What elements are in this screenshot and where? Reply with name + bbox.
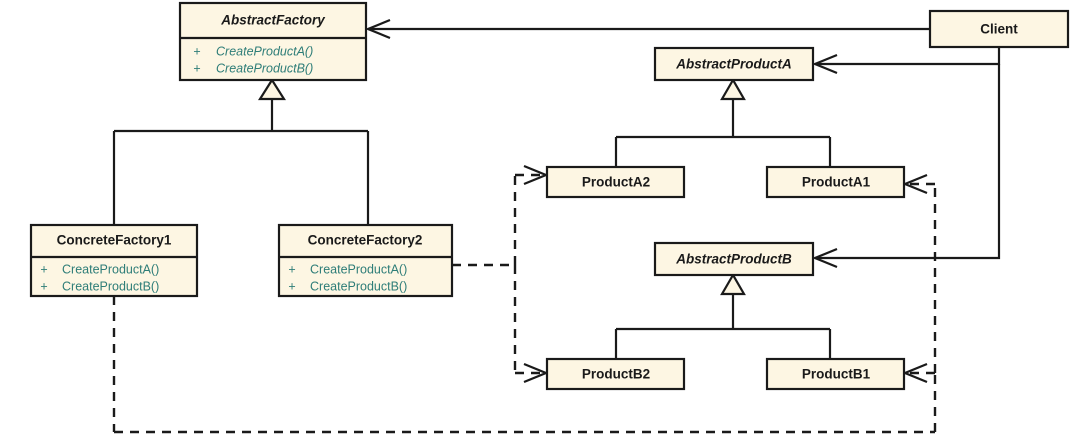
relationship-client-to-abstractproductb: [812, 64, 1001, 269]
relationship-client-to-abstractfactory: [365, 18, 930, 40]
hollow-triangle-arrowhead: [720, 77, 746, 101]
operation-signature: CreateProductB(): [216, 61, 313, 75]
class-title: ConcreteFactory1: [57, 233, 172, 248]
open-arrowhead: [812, 247, 838, 269]
dependency-concretefactory2-to-products2: [452, 164, 549, 384]
class-box: [765, 357, 906, 391]
class-title: AbstractProductA: [675, 57, 792, 72]
class-box: [545, 357, 686, 391]
class-box: [545, 165, 686, 199]
hollow-triangle-arrowhead: [720, 272, 746, 296]
class-title: ProductB1: [802, 367, 871, 382]
class-node-abstract-product-a[interactable]: AbstractProductA: [653, 46, 815, 82]
association-line: [815, 47, 1001, 66]
operation-signature: CreateProductB(): [62, 279, 159, 293]
class-box: [653, 241, 815, 277]
class-node-client[interactable]: Client: [928, 9, 1070, 49]
open-arrowhead: [812, 53, 838, 75]
operation-signature: CreateProductA(): [310, 262, 407, 276]
class-box: [928, 9, 1070, 49]
hollow-triangle-arrowhead: [258, 77, 286, 101]
operation-visibility: +: [40, 262, 47, 276]
operation-visibility: +: [193, 44, 200, 58]
class-title: Client: [980, 22, 1018, 37]
generalization-products-a-to-abstractproducta: [614, 77, 832, 167]
class-title: ConcreteFactory2: [308, 233, 423, 248]
class-box: [29, 223, 199, 298]
class-node-abstract-factory[interactable]: AbstractFactory + CreateProductA() + Cre…: [178, 1, 368, 82]
class-node-concrete-factory-1[interactable]: ConcreteFactory1 + CreateProductA() + Cr…: [29, 223, 199, 298]
class-node-product-a2[interactable]: ProductA2: [545, 165, 686, 199]
operation-visibility: +: [288, 279, 295, 293]
class-node-abstract-product-b[interactable]: AbstractProductB: [653, 241, 815, 277]
class-box: [653, 46, 815, 82]
operation-signature: CreateProductB(): [310, 279, 407, 293]
generalization-factories-to-abstractfactory: [112, 77, 370, 225]
class-title: AbstractProductB: [675, 252, 792, 267]
operation-signature: CreateProductA(): [62, 262, 159, 276]
class-node-product-a1[interactable]: ProductA1: [765, 165, 906, 199]
operation-visibility: +: [193, 61, 200, 75]
generalization-products-b-to-abstractproductb: [614, 272, 832, 360]
relationship-client-to-abstractproducta: [812, 47, 1001, 75]
class-box: [765, 165, 906, 199]
class-node-product-b1[interactable]: ProductB1: [765, 357, 906, 391]
operation-visibility: +: [288, 262, 295, 276]
class-node-product-b2[interactable]: ProductB2: [545, 357, 686, 391]
class-title: ProductA2: [582, 175, 650, 190]
operation-visibility: +: [40, 279, 47, 293]
class-title: AbstractFactory: [220, 13, 326, 28]
class-box: [277, 223, 454, 298]
dependency-concretefactory1-to-products1: [112, 173, 937, 434]
association-line: [815, 64, 1001, 260]
class-title: ProductA1: [802, 175, 871, 190]
class-box: [178, 1, 368, 82]
class-title: ProductB2: [582, 367, 650, 382]
class-node-concrete-factory-2[interactable]: ConcreteFactory2 + CreateProductA() + Cr…: [277, 223, 454, 298]
operation-signature: CreateProductA(): [216, 44, 313, 58]
open-arrowhead: [365, 18, 391, 40]
